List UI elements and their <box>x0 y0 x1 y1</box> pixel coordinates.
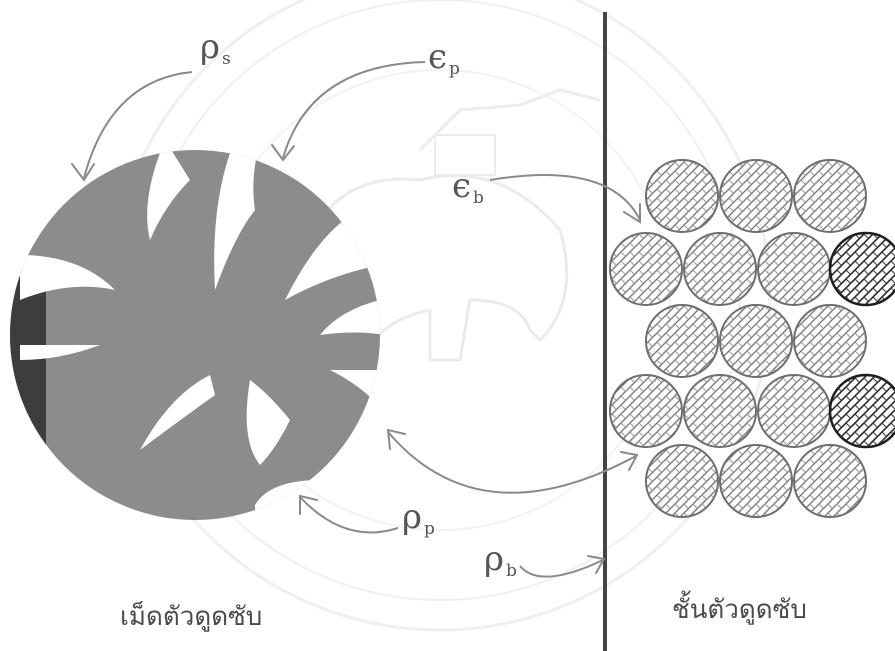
bed-particle <box>720 445 792 517</box>
bed-particle <box>646 160 718 232</box>
bed-particle <box>684 233 756 305</box>
arrow-particle-porosity <box>283 62 425 158</box>
arrow-bed-porosity <box>490 175 640 220</box>
bed-particle <box>646 305 718 377</box>
bed-particle <box>794 445 866 517</box>
arrowhead <box>621 452 637 470</box>
bed-particle <box>720 160 792 232</box>
double-arrow-particle-bed <box>388 432 636 493</box>
caption-particle: เม็ดตัวดูดซับ <box>120 600 262 632</box>
bed-particle <box>830 375 895 447</box>
bed-particle <box>610 233 682 305</box>
bed-particle <box>794 160 866 232</box>
bed-particle <box>610 375 682 447</box>
bed-particle <box>758 375 830 447</box>
arrow-bed-density <box>520 560 603 577</box>
bed-particle <box>684 375 756 447</box>
caption-bed: ชั้นตัวดูดซับ <box>672 590 807 625</box>
bed-particle <box>720 305 792 377</box>
arrow-particle-density <box>300 497 398 532</box>
bed-particle <box>646 445 718 517</box>
adsorbent-bed <box>610 160 895 517</box>
arrowhead <box>72 164 94 180</box>
bed-particle <box>794 305 866 377</box>
bed-particle <box>830 233 895 305</box>
bed-particle <box>758 233 830 305</box>
